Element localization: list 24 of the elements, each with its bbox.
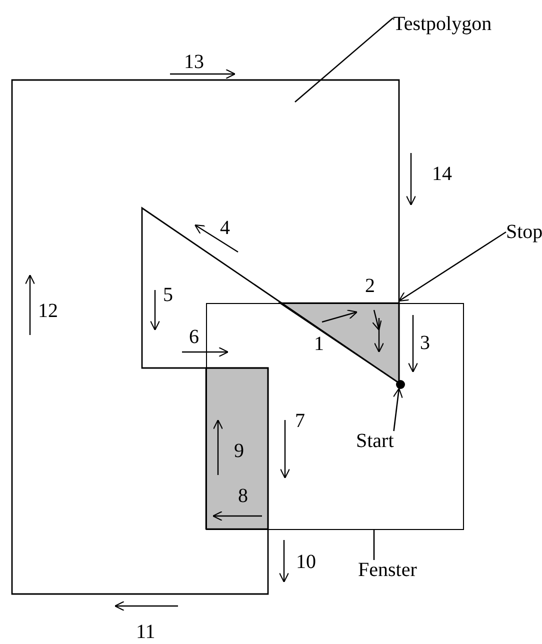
edge-number: 11: [136, 622, 156, 642]
callout-text: Fenster: [358, 560, 417, 580]
edge-number: 4: [220, 218, 230, 238]
callout-text: Stop: [506, 222, 542, 242]
edge-number: 9: [234, 441, 244, 461]
edge-number: 3: [420, 333, 430, 353]
edge-number: 2: [365, 276, 375, 296]
edge-number: 12: [38, 301, 58, 321]
window-rectangle: [206, 303, 464, 530]
edge-number: 1: [314, 334, 324, 354]
leader-arrow: [398, 231, 506, 302]
callout-text: Start: [356, 431, 394, 451]
edge-number: 5: [163, 285, 173, 305]
edge-number: 6: [189, 327, 199, 347]
leader-line: [373, 529, 375, 560]
edge-number: 10: [296, 552, 316, 572]
edge-number: 8: [238, 486, 248, 506]
callout-text: Testpolygon: [393, 14, 492, 34]
start-dot: [396, 380, 404, 388]
leader-line: [294, 18, 394, 102]
leader-arrow: [392, 388, 403, 432]
edge-number: 14: [432, 164, 452, 184]
edge-number: 13: [184, 52, 204, 72]
edge-number: 7: [295, 411, 305, 431]
